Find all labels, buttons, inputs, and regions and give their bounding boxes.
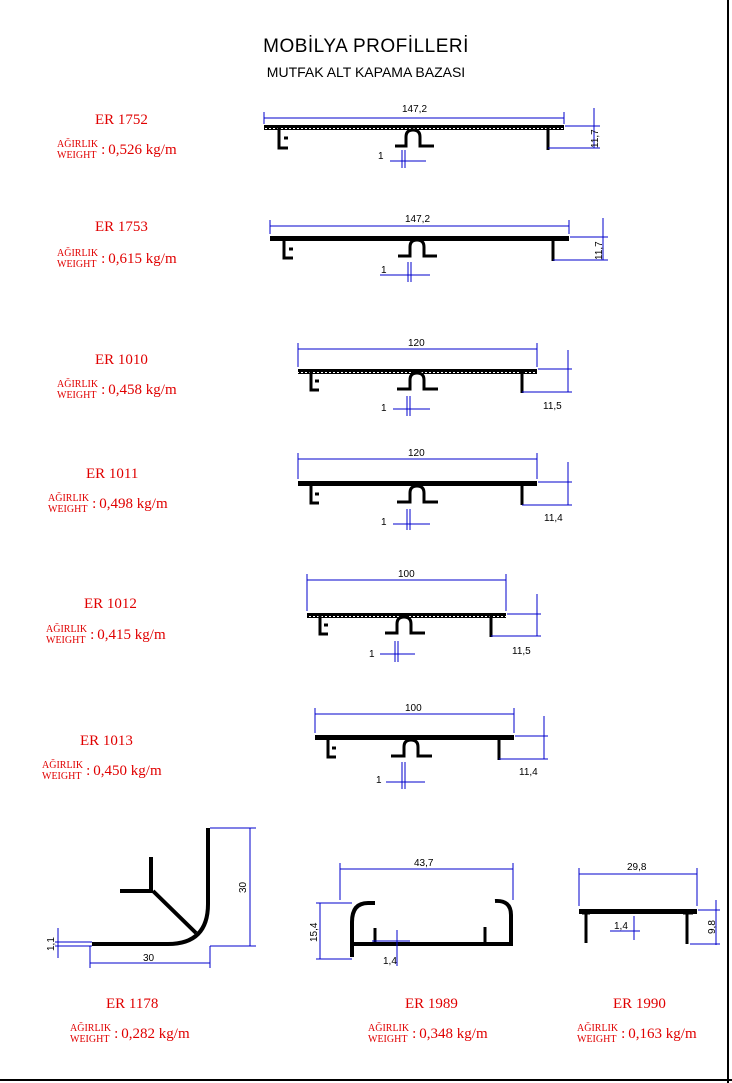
weight-label-tr: AĞIRLIK — [70, 1023, 112, 1034]
profile-drawing-er1012: 100 11,5 1 — [306, 569, 541, 662]
dim-slot: 1 — [381, 517, 387, 528]
dim-height: 30 — [238, 881, 249, 893]
weight-label-en: WEIGHT — [70, 1034, 110, 1045]
profile-code: ER 1752 — [95, 112, 148, 128]
weight-label-tr: AĞIRLIK — [42, 760, 84, 771]
weight-label-en: WEIGHT — [46, 635, 86, 646]
dim-width: 100 — [405, 703, 422, 714]
dim-width: 147,2 — [402, 104, 427, 115]
weight-value: 0,415 kg/m — [97, 626, 166, 643]
profile-code: ER 1010 — [95, 352, 148, 368]
profile-drawing-er1011: 120 11,4 1 — [297, 448, 572, 530]
dim-width: 43,7 — [414, 858, 434, 869]
dim-width: 120 — [408, 448, 425, 459]
dim-width: 100 — [398, 569, 415, 580]
dim-slot: 1 — [369, 649, 375, 660]
page-frame-right — [727, 0, 729, 1083]
dim-slot: 1 — [378, 151, 384, 162]
dim-width: 120 — [408, 338, 425, 349]
weight-value: 0,615 kg/m — [108, 250, 177, 267]
dim-width: 30 — [143, 953, 155, 964]
profile-code: ER 1012 — [84, 596, 137, 612]
profile-drawing-er1013: 100 11,4 1 — [314, 703, 548, 789]
dim-slot: 1 — [381, 403, 387, 414]
weight-label-en: WEIGHT — [57, 390, 97, 401]
colon: : — [86, 762, 91, 779]
colon: : — [101, 141, 106, 158]
colon: : — [412, 1025, 417, 1042]
dim-height: 9,8 — [707, 920, 718, 934]
weight-label-tr: AĞIRLIK — [46, 624, 88, 635]
dim-height: 11,4 — [544, 513, 563, 524]
profile-code: ER 1990 — [613, 996, 666, 1012]
weight-value: 0,163 kg/m — [628, 1025, 697, 1042]
colon: : — [114, 1025, 119, 1042]
weight-label-en: WEIGHT — [57, 150, 97, 161]
dim-height: 11,7 — [594, 241, 605, 260]
weight-label-tr: AĞIRLIK — [57, 379, 99, 390]
weight-label-tr: AĞIRLIK — [57, 248, 99, 259]
colon: : — [90, 626, 95, 643]
dim-height: 11,4 — [519, 767, 538, 778]
dim-height: 15,4 — [309, 922, 320, 942]
weight-value: 0,450 kg/m — [93, 762, 162, 779]
weight-label-en: WEIGHT — [57, 259, 97, 270]
weight-label-tr: AĞIRLIK — [577, 1023, 619, 1034]
weight-value: 0,282 kg/m — [121, 1025, 190, 1042]
weight-label-tr: AĞIRLIK — [48, 493, 90, 504]
dim-width: 147,2 — [405, 214, 430, 225]
profile-code: ER 1178 — [106, 996, 159, 1012]
dim-width: 29,8 — [627, 862, 647, 873]
dim-thickness: 1,1 — [46, 937, 57, 951]
weight-label-en: WEIGHT — [577, 1034, 617, 1045]
weight-value: 0,458 kg/m — [108, 381, 177, 398]
weight-value: 0,498 kg/m — [99, 495, 168, 512]
dim-thickness: 1,4 — [383, 956, 397, 967]
page-frame-bottom — [0, 1079, 732, 1081]
weight-label-tr: AĞIRLIK — [57, 139, 99, 150]
dim-height: 11,7 — [590, 129, 601, 148]
weight-label-tr: AĞIRLIK — [368, 1023, 410, 1034]
profile-drawing-er1178: 30 30 1,1 — [46, 827, 256, 968]
profile-drawing-er1989: 43,7 15,4 1,4 — [309, 858, 514, 967]
weight-value: 0,348 kg/m — [419, 1025, 488, 1042]
profile-code: ER 1011 — [86, 466, 139, 482]
page-title: MOBİLYA PROFİLLERİ — [263, 36, 469, 57]
colon: : — [621, 1025, 626, 1042]
weight-label-en: WEIGHT — [42, 771, 82, 782]
dim-height: 11,5 — [512, 646, 531, 657]
dim-height: 11,5 — [543, 401, 562, 412]
profile-code: ER 1753 — [95, 219, 148, 235]
weight-label-en: WEIGHT — [48, 504, 88, 515]
profile-drawing-er1753: 147,2 11,7 1 — [269, 214, 608, 282]
profile-drawing-er1990: 29,8 9,8 1,4 — [578, 862, 720, 945]
dim-slot: 1 — [381, 265, 387, 276]
profile-drawing-er1752: 147,2 11,7 1 — [263, 104, 601, 168]
weight-value: 0,526 kg/m — [108, 141, 177, 158]
dim-slot: 1 — [376, 775, 382, 786]
colon: : — [92, 495, 97, 512]
dim-thickness: 1,4 — [614, 921, 628, 932]
profile-drawing-er1010: 120 11,5 1 — [297, 338, 572, 416]
colon: : — [101, 250, 106, 267]
page-subtitle: MUTFAK ALT KAPAMA BAZASI — [266, 64, 466, 80]
profile-code: ER 1989 — [405, 996, 458, 1012]
weight-label-en: WEIGHT — [368, 1034, 408, 1045]
colon: : — [101, 381, 106, 398]
profile-code: ER 1013 — [80, 733, 133, 749]
